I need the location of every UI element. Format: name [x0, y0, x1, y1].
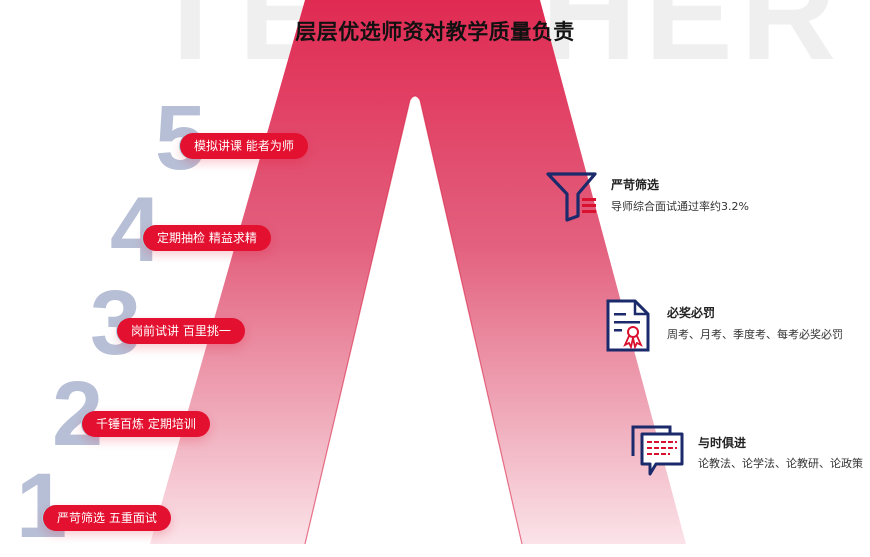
chat-bubbles-icon [631, 425, 684, 476]
feature-title: 严苛筛选 [611, 178, 660, 192]
step-label-pill[interactable]: 严苛筛选 五重面试 [43, 505, 171, 531]
step-label-pill[interactable]: 模拟讲课 能者为师 [180, 133, 308, 159]
funnel-icon [546, 172, 597, 222]
feature-description: 导师综合面试通过率约3.2% [611, 200, 749, 213]
step-label-pill[interactable]: 千锤百炼 定期培训 [82, 411, 210, 437]
feature-description: 论教法、论学法、论教研、论政策 [698, 457, 863, 470]
step-label-pill[interactable]: 岗前试讲 百里挑一 [117, 318, 245, 344]
feature-title: 必奖必罚 [667, 306, 716, 320]
feature-description: 周考、月考、季度考、每考必奖必罚 [667, 328, 843, 341]
step-label-pill[interactable]: 定期抽检 精益求精 [143, 225, 271, 251]
certificate-icon [606, 299, 650, 352]
page-title: 层层优选师资对教学质量负责 [295, 20, 575, 44]
feature-title: 与时俱进 [698, 436, 747, 450]
